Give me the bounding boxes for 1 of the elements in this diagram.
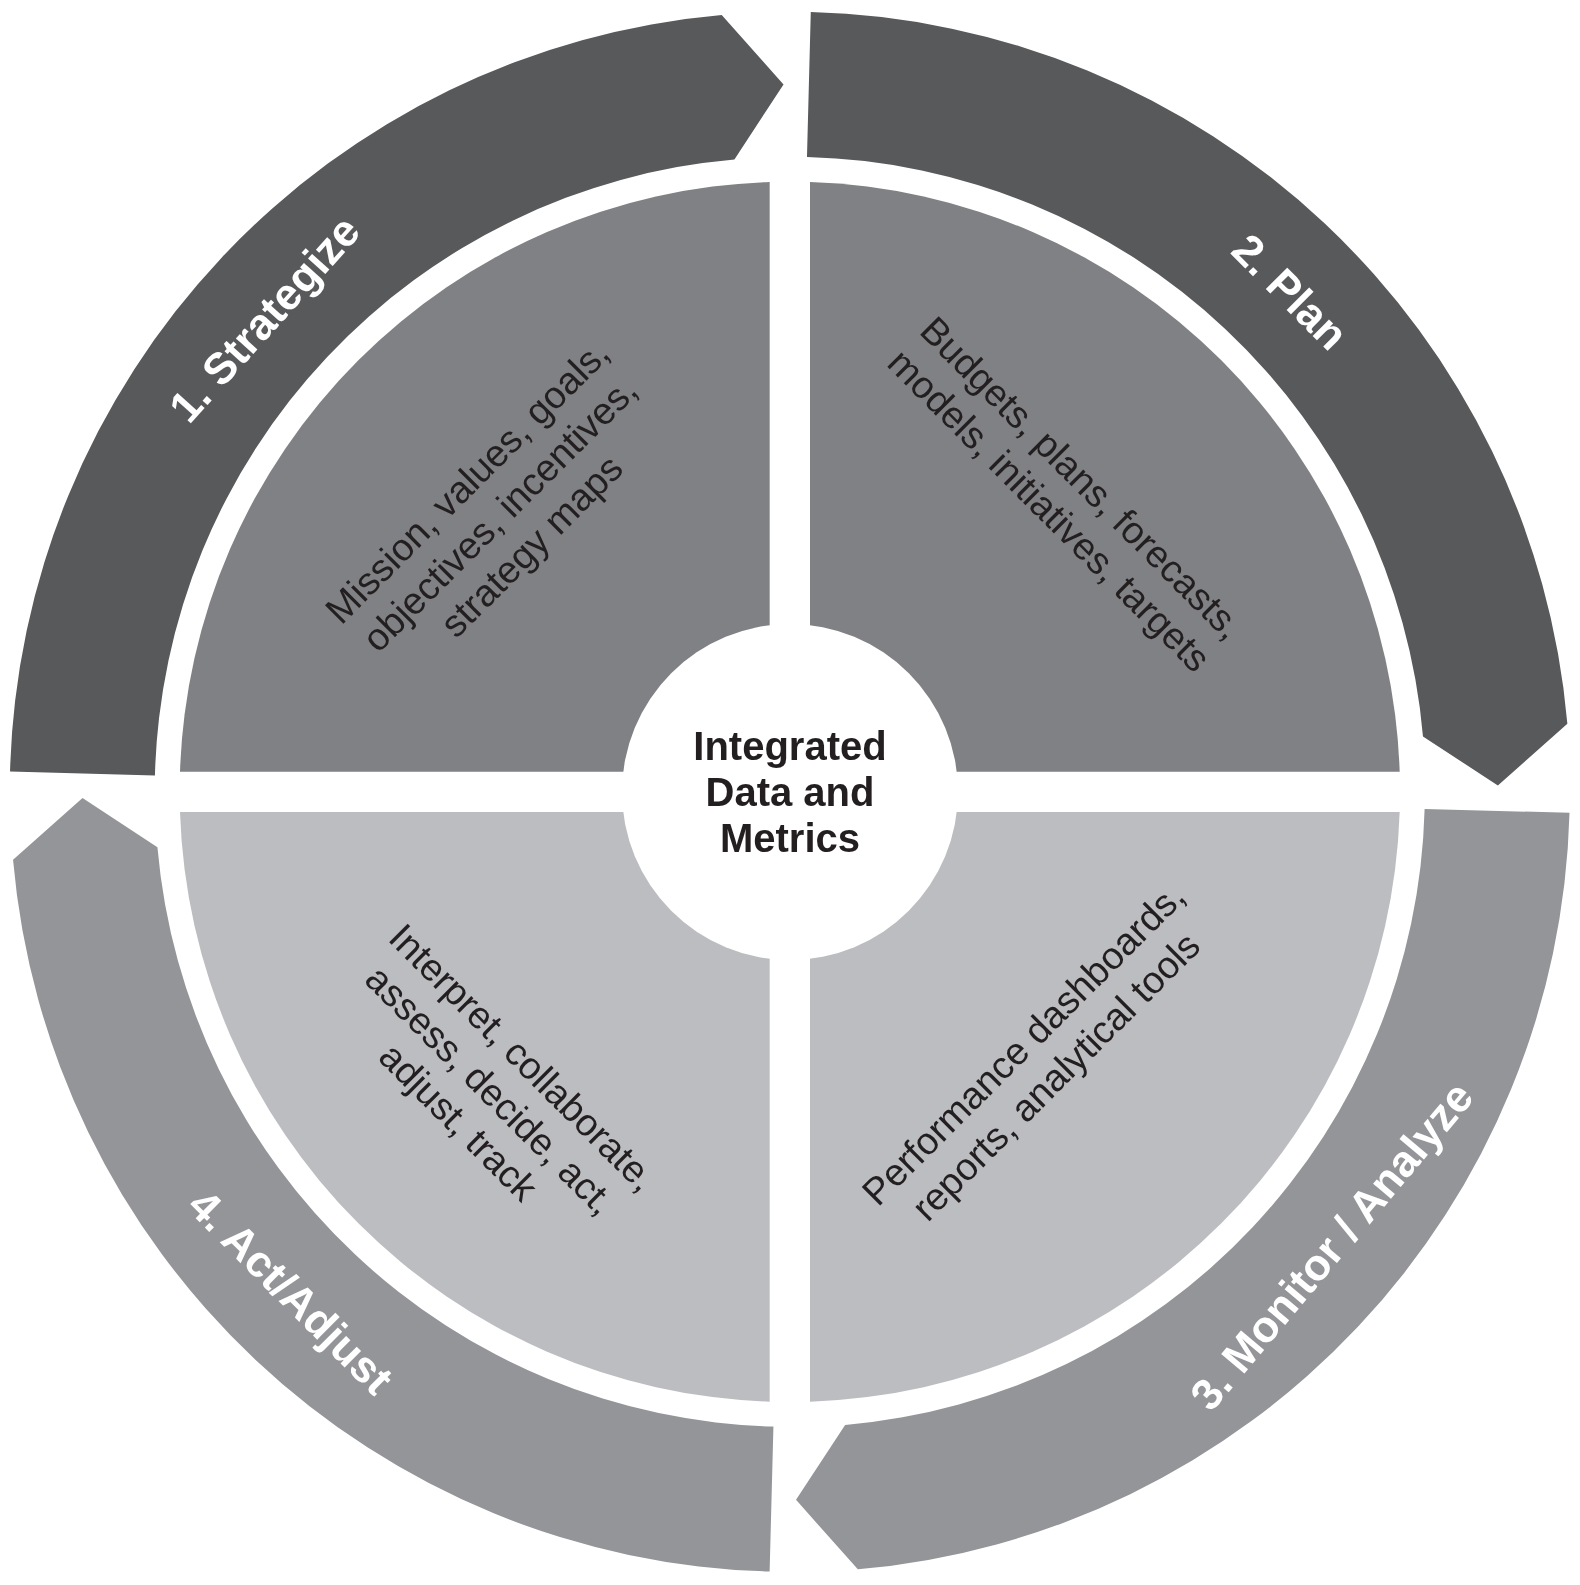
center-label: Integrated Data and Metrics — [692, 723, 888, 861]
